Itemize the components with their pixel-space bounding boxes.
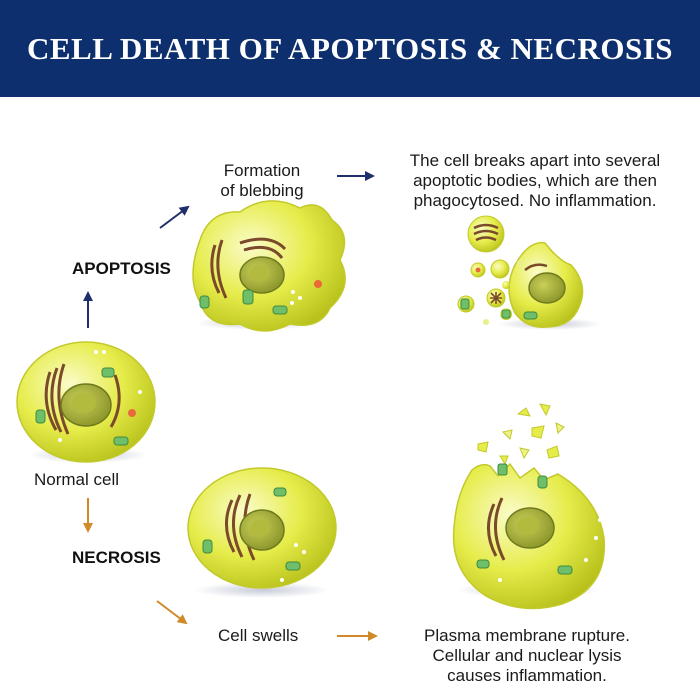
arrow-to-cell-swells <box>156 600 188 625</box>
arrow-to-blebbing <box>159 205 190 229</box>
apoptotic-bodies-label: The cell breaks apart into several apopt… <box>378 151 692 211</box>
necrosis-label: NECROSIS <box>72 548 161 567</box>
title-banner: CELL DEATH OF APOPTOSIS & NECROSIS <box>0 0 700 97</box>
blebbing-line-1: Formation <box>223 161 301 180</box>
apoptotic-bodies-illustration <box>457 215 602 330</box>
apoptotic-bodies-line-1: The cell breaks apart into several <box>409 151 661 170</box>
rupture-label: Plasma membrane rupture. Cellular and nu… <box>386 626 668 686</box>
apoptotic-bodies-line-3: phagocytosed. No inflammation. <box>413 191 657 210</box>
apoptosis-label: APOPTOSIS <box>72 259 171 278</box>
rupture-line-3: causes inflammation. <box>447 666 607 685</box>
rupture-line-1: Plasma membrane rupture. <box>424 626 630 645</box>
ruptured-cell-illustration <box>452 403 606 610</box>
normal-cell-label: Normal cell <box>34 470 120 489</box>
swollen-cell-illustration <box>187 467 337 598</box>
page-title: CELL DEATH OF APOPTOSIS & NECROSIS <box>26 30 674 66</box>
rupture-line-2: Cellular and nuclear lysis <box>432 646 622 665</box>
blebbing-label: Formation of blebbing <box>208 161 316 201</box>
apoptotic-bodies-line-2: apoptotic bodies, which are then <box>413 171 657 190</box>
blebbing-line-2: of blebbing <box>220 181 304 200</box>
cell-swells-label: Cell swells <box>218 626 299 645</box>
normal-cell-illustration <box>16 341 156 463</box>
blebbing-cell-illustration <box>192 200 346 332</box>
